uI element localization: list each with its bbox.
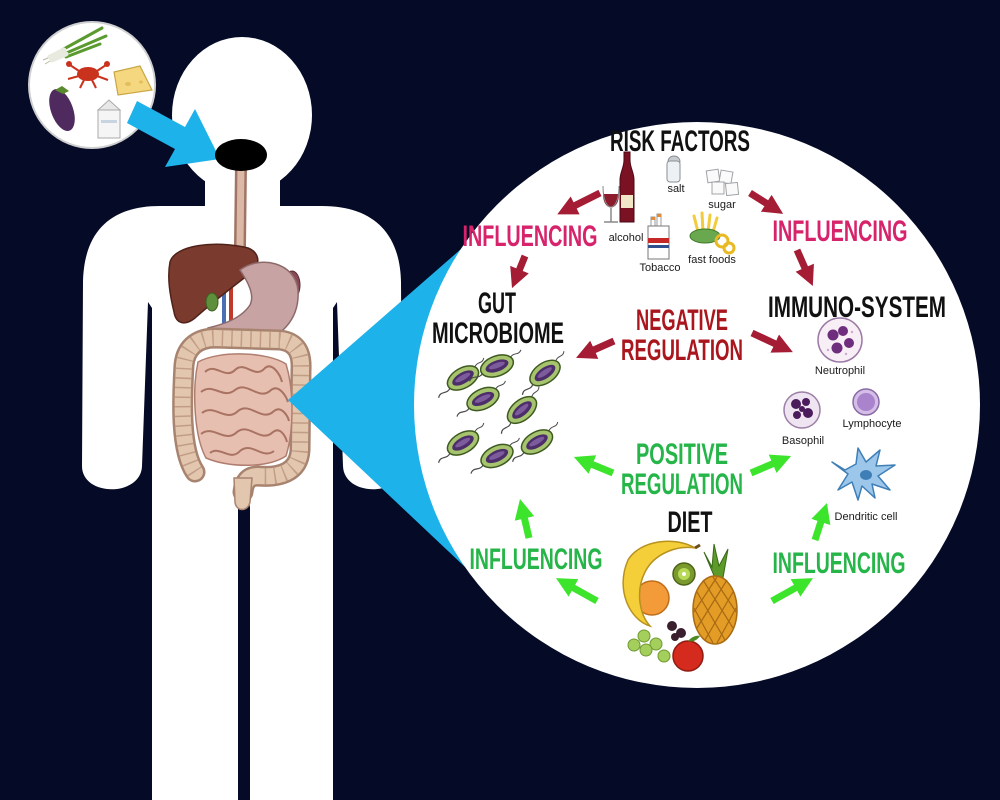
positive-regulation-line1: POSITIVE — [636, 438, 728, 471]
diet-title: DIET — [668, 506, 713, 539]
salt-shaker-icon — [666, 155, 681, 183]
negative-regulation-line2: REGULATION — [621, 334, 743, 367]
influencing-risk-to-gut-label: INFLUENCING — [463, 220, 598, 253]
cell-label-basophil: Basophil — [782, 435, 824, 447]
kiwi-icon — [672, 562, 696, 586]
risk-factors-title: RISK FACTORS — [610, 125, 750, 158]
scallion-icon — [42, 26, 108, 65]
cell-label-dendritic: Dendritic cell — [835, 511, 898, 523]
body — [82, 206, 402, 800]
eggplant-icon — [49, 86, 75, 132]
gut-microbiome-title-line2: MICROBIOME — [432, 317, 564, 350]
cell-label-lymphocyte: Lymphocyte — [843, 418, 902, 430]
risk-factor-icons — [602, 151, 740, 260]
small-intestine — [194, 353, 293, 466]
influencing-diet-to-immune-label: INFLUENCING — [773, 547, 906, 580]
positive-regulation-line2: REGULATION — [621, 468, 743, 501]
liver — [168, 243, 259, 324]
immune-system-title: IMMUNO-SYSTEM — [768, 291, 946, 324]
grapes-icon — [627, 629, 671, 663]
risk-item-sugar: sugar — [708, 199, 736, 211]
diet-fruits — [622, 540, 738, 672]
wine-bottle-icon — [619, 151, 635, 223]
positive-arrows — [514, 454, 831, 605]
arrow-negative-to-immune — [750, 329, 793, 353]
fast-food-icon — [689, 211, 736, 255]
berries — [667, 621, 686, 641]
arrow-risk-to-left — [557, 189, 602, 215]
zoom-circle — [414, 122, 980, 688]
negative-regulation-line1: NEGATIVE — [636, 304, 728, 337]
arrow-diet-to-left — [556, 578, 599, 605]
pineapple-icon — [692, 543, 738, 645]
sugar-cubes-icon — [705, 168, 740, 197]
neutrophil-icon — [817, 317, 863, 363]
milk-carton-icon — [96, 99, 122, 139]
risk-item-fast-foods: fast foods — [688, 254, 736, 266]
arrow-diet-up-to-immune — [811, 502, 831, 542]
gallbladder — [205, 292, 219, 312]
arrow-to-gut — [510, 254, 529, 289]
rectum — [233, 477, 253, 511]
dendritic-cell-icon — [831, 447, 896, 501]
arrow-risk-to-right — [748, 190, 784, 214]
food-circle — [28, 21, 156, 149]
crab-icon — [66, 61, 110, 89]
risk-item-salt: salt — [667, 183, 684, 195]
arrow-to-immune — [793, 248, 814, 286]
arrow-positive-to-gut — [573, 455, 615, 477]
cheese-icon — [113, 65, 153, 96]
arrow-negative-to-gut — [576, 337, 616, 359]
digestive-system — [168, 164, 312, 511]
cell-label-neutrophil: Neutrophil — [815, 365, 865, 377]
cigarette-pack-icon — [647, 213, 670, 260]
gut-microbiome-title-line1: GUT — [478, 287, 516, 320]
arrow-diet-to-right — [770, 578, 813, 605]
arrow-positive-to-immune — [749, 454, 792, 477]
apple-icon — [672, 635, 704, 672]
large-intestine — [174, 329, 310, 500]
food-to-mouth-arrow — [127, 101, 220, 167]
negative-arrows — [510, 189, 814, 359]
banana-icon — [622, 540, 701, 628]
lymphocyte-icon — [852, 388, 880, 416]
arrow-diet-up-to-gut — [514, 499, 535, 539]
risk-item-alcohol: alcohol — [609, 232, 644, 244]
basophil-icon — [783, 391, 821, 429]
wine-glass-icon — [602, 185, 620, 223]
influencing-diet-to-gut-label: INFLUENCING — [470, 543, 603, 576]
influencing-risk-to-immune-label: INFLUENCING — [773, 215, 908, 248]
small-intestine-coils — [200, 365, 290, 456]
risk-item-tobacco: Tobacco — [640, 262, 681, 274]
mouth — [215, 139, 267, 171]
